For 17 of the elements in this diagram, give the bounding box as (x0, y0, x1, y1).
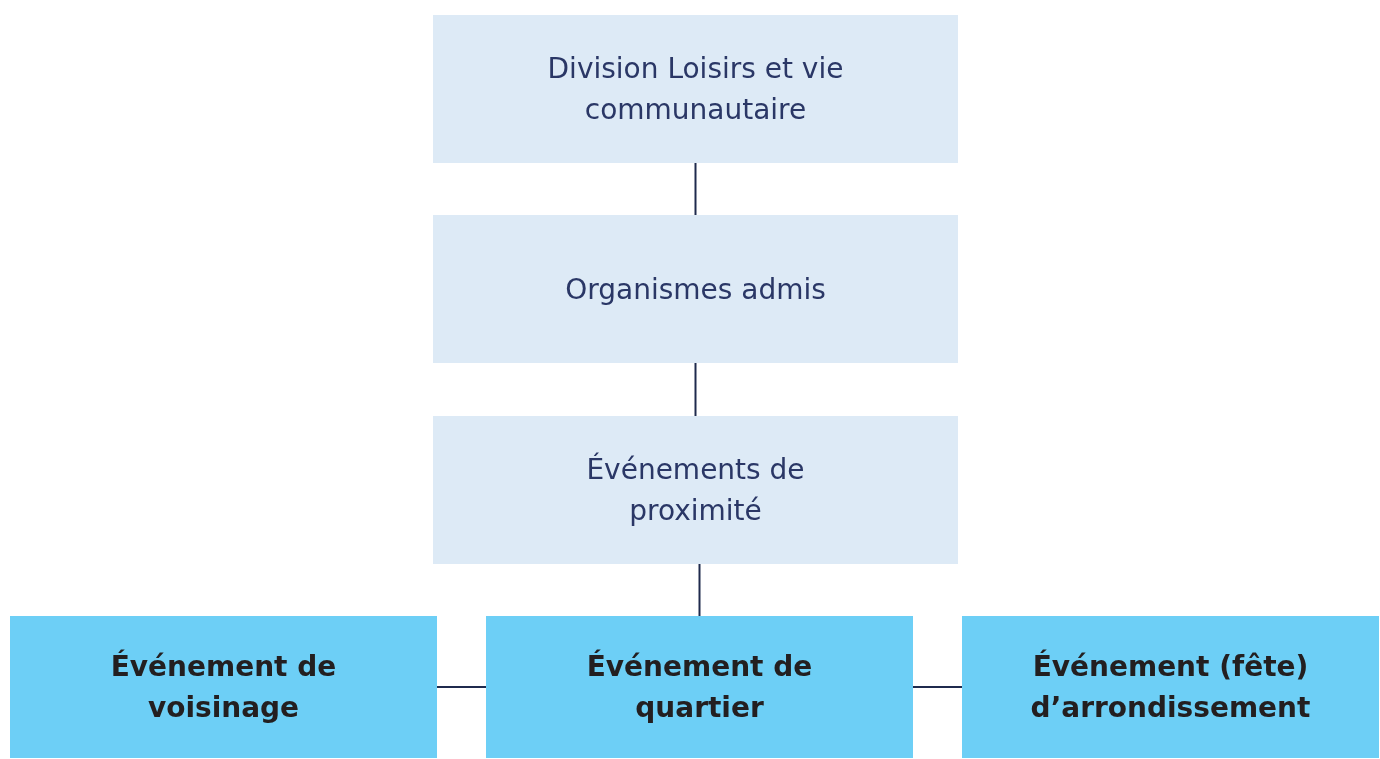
connector-line (694, 362, 697, 417)
connector-line (698, 563, 701, 617)
process-box (433, 215, 958, 363)
box-label: Division Loisirs et vie communautaire (546, 51, 845, 128)
box-label: Événement de quartier (585, 648, 814, 726)
event-box (10, 616, 437, 758)
box-label: Organismes admis (565, 271, 826, 308)
box-label: Événements de proximité (585, 451, 806, 529)
process-box (433, 416, 958, 564)
connector-line (912, 686, 963, 688)
event-box (962, 616, 1379, 758)
connector-line (694, 162, 697, 216)
connector-line (436, 686, 487, 688)
box-label: Événement de voisinage (109, 648, 338, 726)
process-box (433, 15, 958, 163)
box-label: Événement (fête) d’arrondissement (1029, 648, 1312, 726)
event-box (486, 616, 913, 758)
